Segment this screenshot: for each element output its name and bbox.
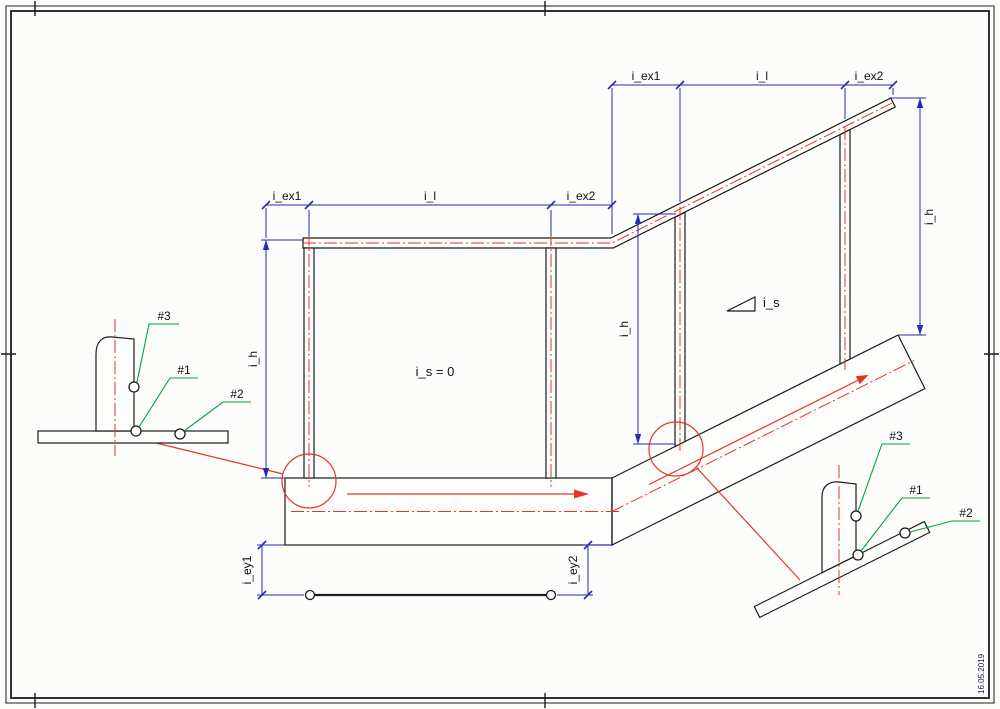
dim-sloped-top: i_ex1 i_l i_ex2 xyxy=(607,69,898,234)
sloped-post-right xyxy=(839,128,851,365)
dim-label-ex1: i_ex1 xyxy=(273,189,302,203)
cable-end-right xyxy=(545,589,557,601)
handrail-outline xyxy=(302,97,897,249)
marker-3-leader xyxy=(857,443,910,512)
dimensions: i_ex1 i_l i_ex2 i_ex1 i_l i_ex2 i_h i_h xyxy=(240,69,936,600)
dim-label-ex2: i_ex2 xyxy=(855,69,884,83)
handrail-centerline xyxy=(303,102,894,244)
dim-height-left: i_h xyxy=(246,239,304,479)
connection-circle-flat xyxy=(281,453,337,509)
detail-sloped-post: #3 #1 #2 xyxy=(753,429,980,619)
marker-1-circle xyxy=(852,549,864,561)
detail-leader-sloped xyxy=(695,466,801,581)
marker-1-circle xyxy=(130,425,142,437)
dim-flat-top: i_ex1 i_l i_ex2 xyxy=(261,189,617,238)
dim-height-mid: i_h xyxy=(617,213,676,445)
arrow-head xyxy=(855,374,869,385)
marker-2-leader xyxy=(183,401,251,432)
dim-label-ey2: i_ey2 xyxy=(566,555,580,584)
cable-end-left xyxy=(304,589,316,601)
dim-height-right: i_h xyxy=(891,97,936,336)
sloped-stringer xyxy=(611,334,926,546)
dim-ticks xyxy=(261,200,617,210)
marker-1-leader xyxy=(138,377,198,428)
dim-ey2: i_ey2 xyxy=(557,540,612,600)
arrow-shaft xyxy=(648,379,859,486)
marker-1-label: #1 xyxy=(177,363,191,377)
marker-3-circle xyxy=(850,510,862,522)
date-label: 16.05.2019 xyxy=(977,653,986,694)
main-view xyxy=(147,97,926,581)
dim-label-l: i_l xyxy=(756,69,768,83)
marker-1-leader xyxy=(860,497,930,552)
arrow-head xyxy=(574,489,589,499)
dim-label-ex1: i_ex1 xyxy=(632,69,661,83)
dim-label-h: i_h xyxy=(246,351,260,367)
dim-ticks xyxy=(607,80,898,90)
direction-arrow-sloped xyxy=(648,374,869,486)
dim-label-l: i_l xyxy=(424,189,436,203)
marker-2-circle xyxy=(899,527,911,539)
dim-lines xyxy=(257,544,304,596)
dim-ticks xyxy=(257,540,267,600)
dim-label-ey1: i_ey1 xyxy=(240,555,254,584)
marker-1-label: #1 xyxy=(909,483,923,497)
dim-ticks xyxy=(583,540,593,600)
dim-arrow-up xyxy=(916,98,924,108)
spacing-cable xyxy=(304,589,557,601)
dim-lines xyxy=(265,204,612,238)
marker-2-circle xyxy=(174,428,186,440)
marker-3-label: #3 xyxy=(889,429,903,443)
dim-arrow-down xyxy=(634,434,642,444)
detail-flat-post: #3 #1 #2 xyxy=(37,309,251,456)
slope-zero-note: i_s = 0 xyxy=(416,364,455,379)
slope-triangle xyxy=(726,296,756,312)
marker-2-leader xyxy=(909,520,980,533)
marker-2-label: #2 xyxy=(959,506,973,520)
sloped-stringer-centerline xyxy=(611,360,915,512)
dim-label-h: i_h xyxy=(922,209,936,225)
dim-lines xyxy=(261,239,304,479)
dim-ey1: i_ey1 xyxy=(240,540,304,600)
dim-label-h: i_h xyxy=(617,321,631,337)
dim-lines xyxy=(891,97,926,336)
detail-leader-flat xyxy=(147,440,284,475)
marker-3-circle xyxy=(128,381,140,393)
direction-arrow-flat xyxy=(347,489,589,499)
marker-3-label: #3 xyxy=(157,309,171,323)
dim-lines xyxy=(633,213,676,445)
dim-arrow-up xyxy=(262,240,270,250)
dim-arrow-down xyxy=(262,468,270,478)
marker-2-label: #2 xyxy=(230,387,244,401)
slope-label: i_s xyxy=(763,295,780,310)
centerlines xyxy=(291,102,915,512)
dim-lines xyxy=(611,84,894,234)
dim-arrow-up xyxy=(634,214,642,224)
dim-label-ex2: i_ex2 xyxy=(567,189,596,203)
dim-arrow-down xyxy=(916,325,924,335)
connection-circle-sloped xyxy=(648,421,704,477)
marker-3-leader xyxy=(136,323,179,383)
slope-indicator: i_s xyxy=(726,295,780,312)
post-outline xyxy=(821,481,857,574)
base-plate xyxy=(753,520,931,619)
